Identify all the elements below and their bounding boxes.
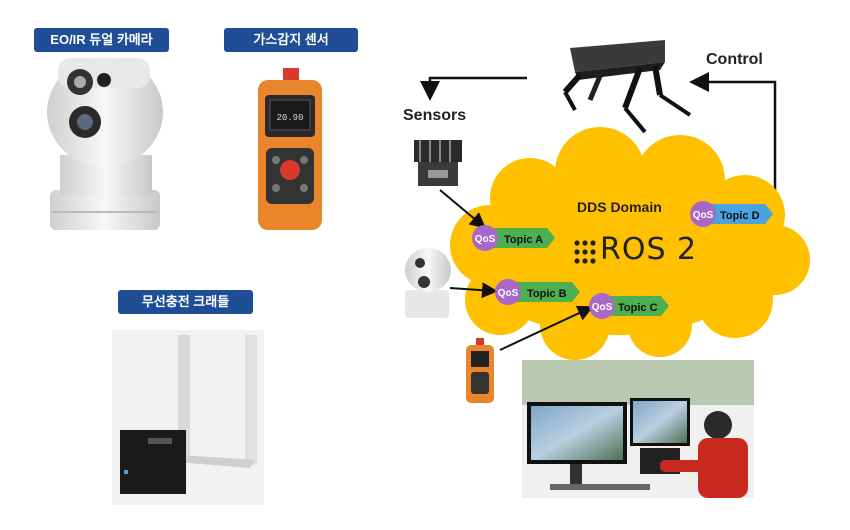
gas-sensor-label: 가스감지 센서 [224,28,358,52]
svg-text:Topic A: Topic A [504,234,543,246]
svg-text:20.90: 20.90 [276,113,303,123]
svg-text:QoS: QoS [475,234,496,245]
topic-a-tag: Topic A QoS [472,225,555,251]
sensors-label: Sensors [403,107,467,124]
control-label: Control [706,51,763,68]
svg-text:Topic D: Topic D [720,210,760,222]
robot-dog-icon [562,40,692,134]
gas-to-topic-c-arrow [499,305,594,351]
ros2-logo-text: ROS 2 [600,232,698,267]
dome-camera-icon [47,57,163,230]
lidar-to-topic-a-arrow [439,189,487,229]
small-gas-detector-icon [466,338,494,403]
svg-text:Topic C: Topic C [618,302,658,314]
topic-d-tag: Topic D QoS [690,201,773,227]
dds-domain-label: DDS Domain [577,199,662,215]
gas-detector-icon: 20.90 [258,68,322,230]
svg-text:QoS: QoS [498,288,519,299]
operator-monitor-icon [522,360,754,498]
lidar-icon [414,140,462,186]
charging-cradle-icon [112,330,264,505]
small-dome-camera-icon [405,248,451,318]
eo-ir-camera-label: EO/IR 듀얼 카메라 [34,28,169,52]
sensors-arrow [420,76,527,101]
svg-text:QoS: QoS [693,210,714,221]
control-arrow [689,72,777,210]
ros2-dots-icon [574,240,596,264]
camera-to-topic-b-arrow [449,282,498,299]
topic-c-tag: Topic C QoS [589,293,669,319]
svg-text:QoS: QoS [592,302,613,313]
topic-b-tag: Topic B QoS [495,279,580,305]
wireless-cradle-label: 무선충전 크래들 [118,290,253,314]
svg-text:Topic B: Topic B [527,288,567,300]
